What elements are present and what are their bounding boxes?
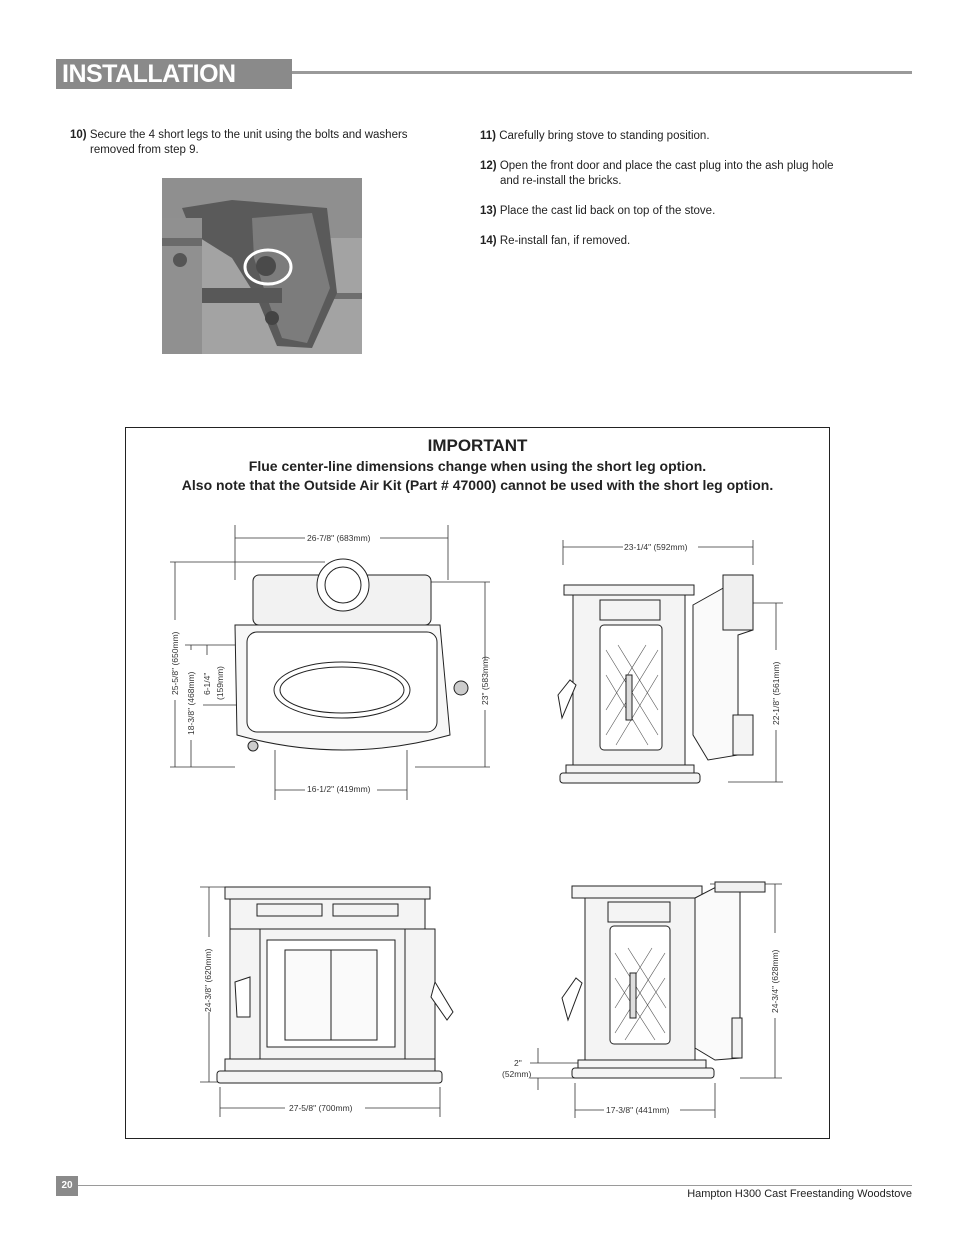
- dim-side-top-height: 22-1/8" (561mm): [771, 661, 781, 725]
- step-text: Place the cast lid back on top of the st…: [499, 205, 716, 217]
- step-text-cont: removed from step 9.: [90, 144, 199, 156]
- dim-side-top-width: 23-1/4" (592mm): [624, 542, 688, 552]
- dim-front-height: 24-3/8" (620mm): [203, 948, 213, 1012]
- dim-front-width: 27-5/8" (700mm): [289, 1103, 353, 1113]
- dim-side-bottom-height: 24-3/4" (628mm): [770, 949, 780, 1013]
- leg-bolt-photo: [162, 178, 362, 354]
- step-number: 12): [480, 160, 497, 172]
- highlight-circle: [243, 248, 293, 286]
- step-number: 13): [480, 205, 497, 217]
- side-view-bottom-drawing: 2" (52mm) 17-3/8" (441mm) 24-3/4" (628mm…: [502, 881, 782, 1118]
- page-title: INSTALLATION: [62, 60, 236, 88]
- step-11: 11) Carefully bring stove to standing po…: [480, 129, 890, 144]
- step-10: 10) Secure the 4 short legs to the unit …: [70, 128, 450, 158]
- step-text-cont: and re-install the bricks.: [500, 175, 622, 187]
- front-view-drawing: 24-3/8" (620mm) 27-5/8" (700mm): [200, 886, 454, 1117]
- step-text: Carefully bring stove to standing positi…: [499, 130, 710, 142]
- step-text: Secure the 4 short legs to the unit usin…: [89, 129, 408, 141]
- important-line-1: Flue center-line dimensions change when …: [248, 458, 707, 474]
- step-text: Open the front door and place the cast p…: [499, 160, 834, 172]
- step-number: 14): [480, 235, 497, 247]
- step-number: 11): [480, 130, 496, 142]
- dim-top-offset-mm: (159mm): [215, 666, 225, 700]
- step-text: Re-install fan, if removed.: [499, 235, 631, 247]
- top-view-drawing: 26-7/8" (683mm) 25-5/8" (650mm) 18-3/8" …: [170, 525, 490, 800]
- important-title: IMPORTANT: [427, 436, 528, 455]
- important-box: IMPORTANT Flue center-line dimensions ch…: [125, 427, 830, 1139]
- dim-top-height-total: 25-5/8" (650mm): [170, 631, 180, 695]
- dim-side-bottom-leg-mm: (52mm): [502, 1069, 531, 1079]
- footer-doc-title: Hampton H300 Cast Freestanding Woodstove: [687, 1188, 912, 1200]
- dim-top-width: 26-7/8" (683mm): [307, 533, 371, 543]
- dim-top-bottom-width: 16-1/2" (419mm): [307, 784, 371, 794]
- step-14: 14) Re-install fan, if removed.: [480, 234, 890, 249]
- page-number: 20: [56, 1176, 78, 1196]
- dim-top-height-flue: 18-3/8" (468mm): [186, 671, 196, 735]
- dim-side-bottom-leg: 2": [514, 1058, 522, 1068]
- step-12: 12) Open the front door and place the ca…: [480, 159, 890, 189]
- step-13: 13) Place the cast lid back on top of th…: [480, 204, 890, 219]
- dim-top-depth: 23" (583mm): [480, 656, 490, 705]
- important-line-2: Also note that the Outside Air Kit (Part…: [181, 477, 774, 493]
- dim-side-bottom-width: 17-3/8" (441mm): [606, 1105, 670, 1115]
- header-bar: [56, 59, 292, 89]
- side-view-top-drawing: 23-1/4" (592mm) 22-1/8" (561mm): [557, 540, 783, 784]
- step-number: 10): [70, 129, 87, 141]
- dim-top-offset: 6-1/4": [202, 673, 212, 695]
- header-rule: [292, 71, 912, 74]
- footer-rule: [78, 1185, 912, 1186]
